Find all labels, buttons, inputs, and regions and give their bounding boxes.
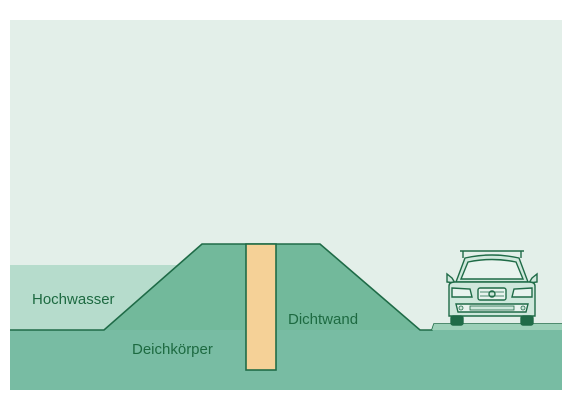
dike-outline <box>10 243 562 331</box>
flood-water-area <box>10 265 178 330</box>
sealing-wall <box>245 243 277 371</box>
ground <box>10 330 562 390</box>
dike-body-label: Deichkörper <box>132 341 213 358</box>
sealing-wall-label: Dichtwand <box>288 311 358 328</box>
flood-water-label: Hochwasser <box>32 291 115 308</box>
car-icon <box>446 250 538 326</box>
